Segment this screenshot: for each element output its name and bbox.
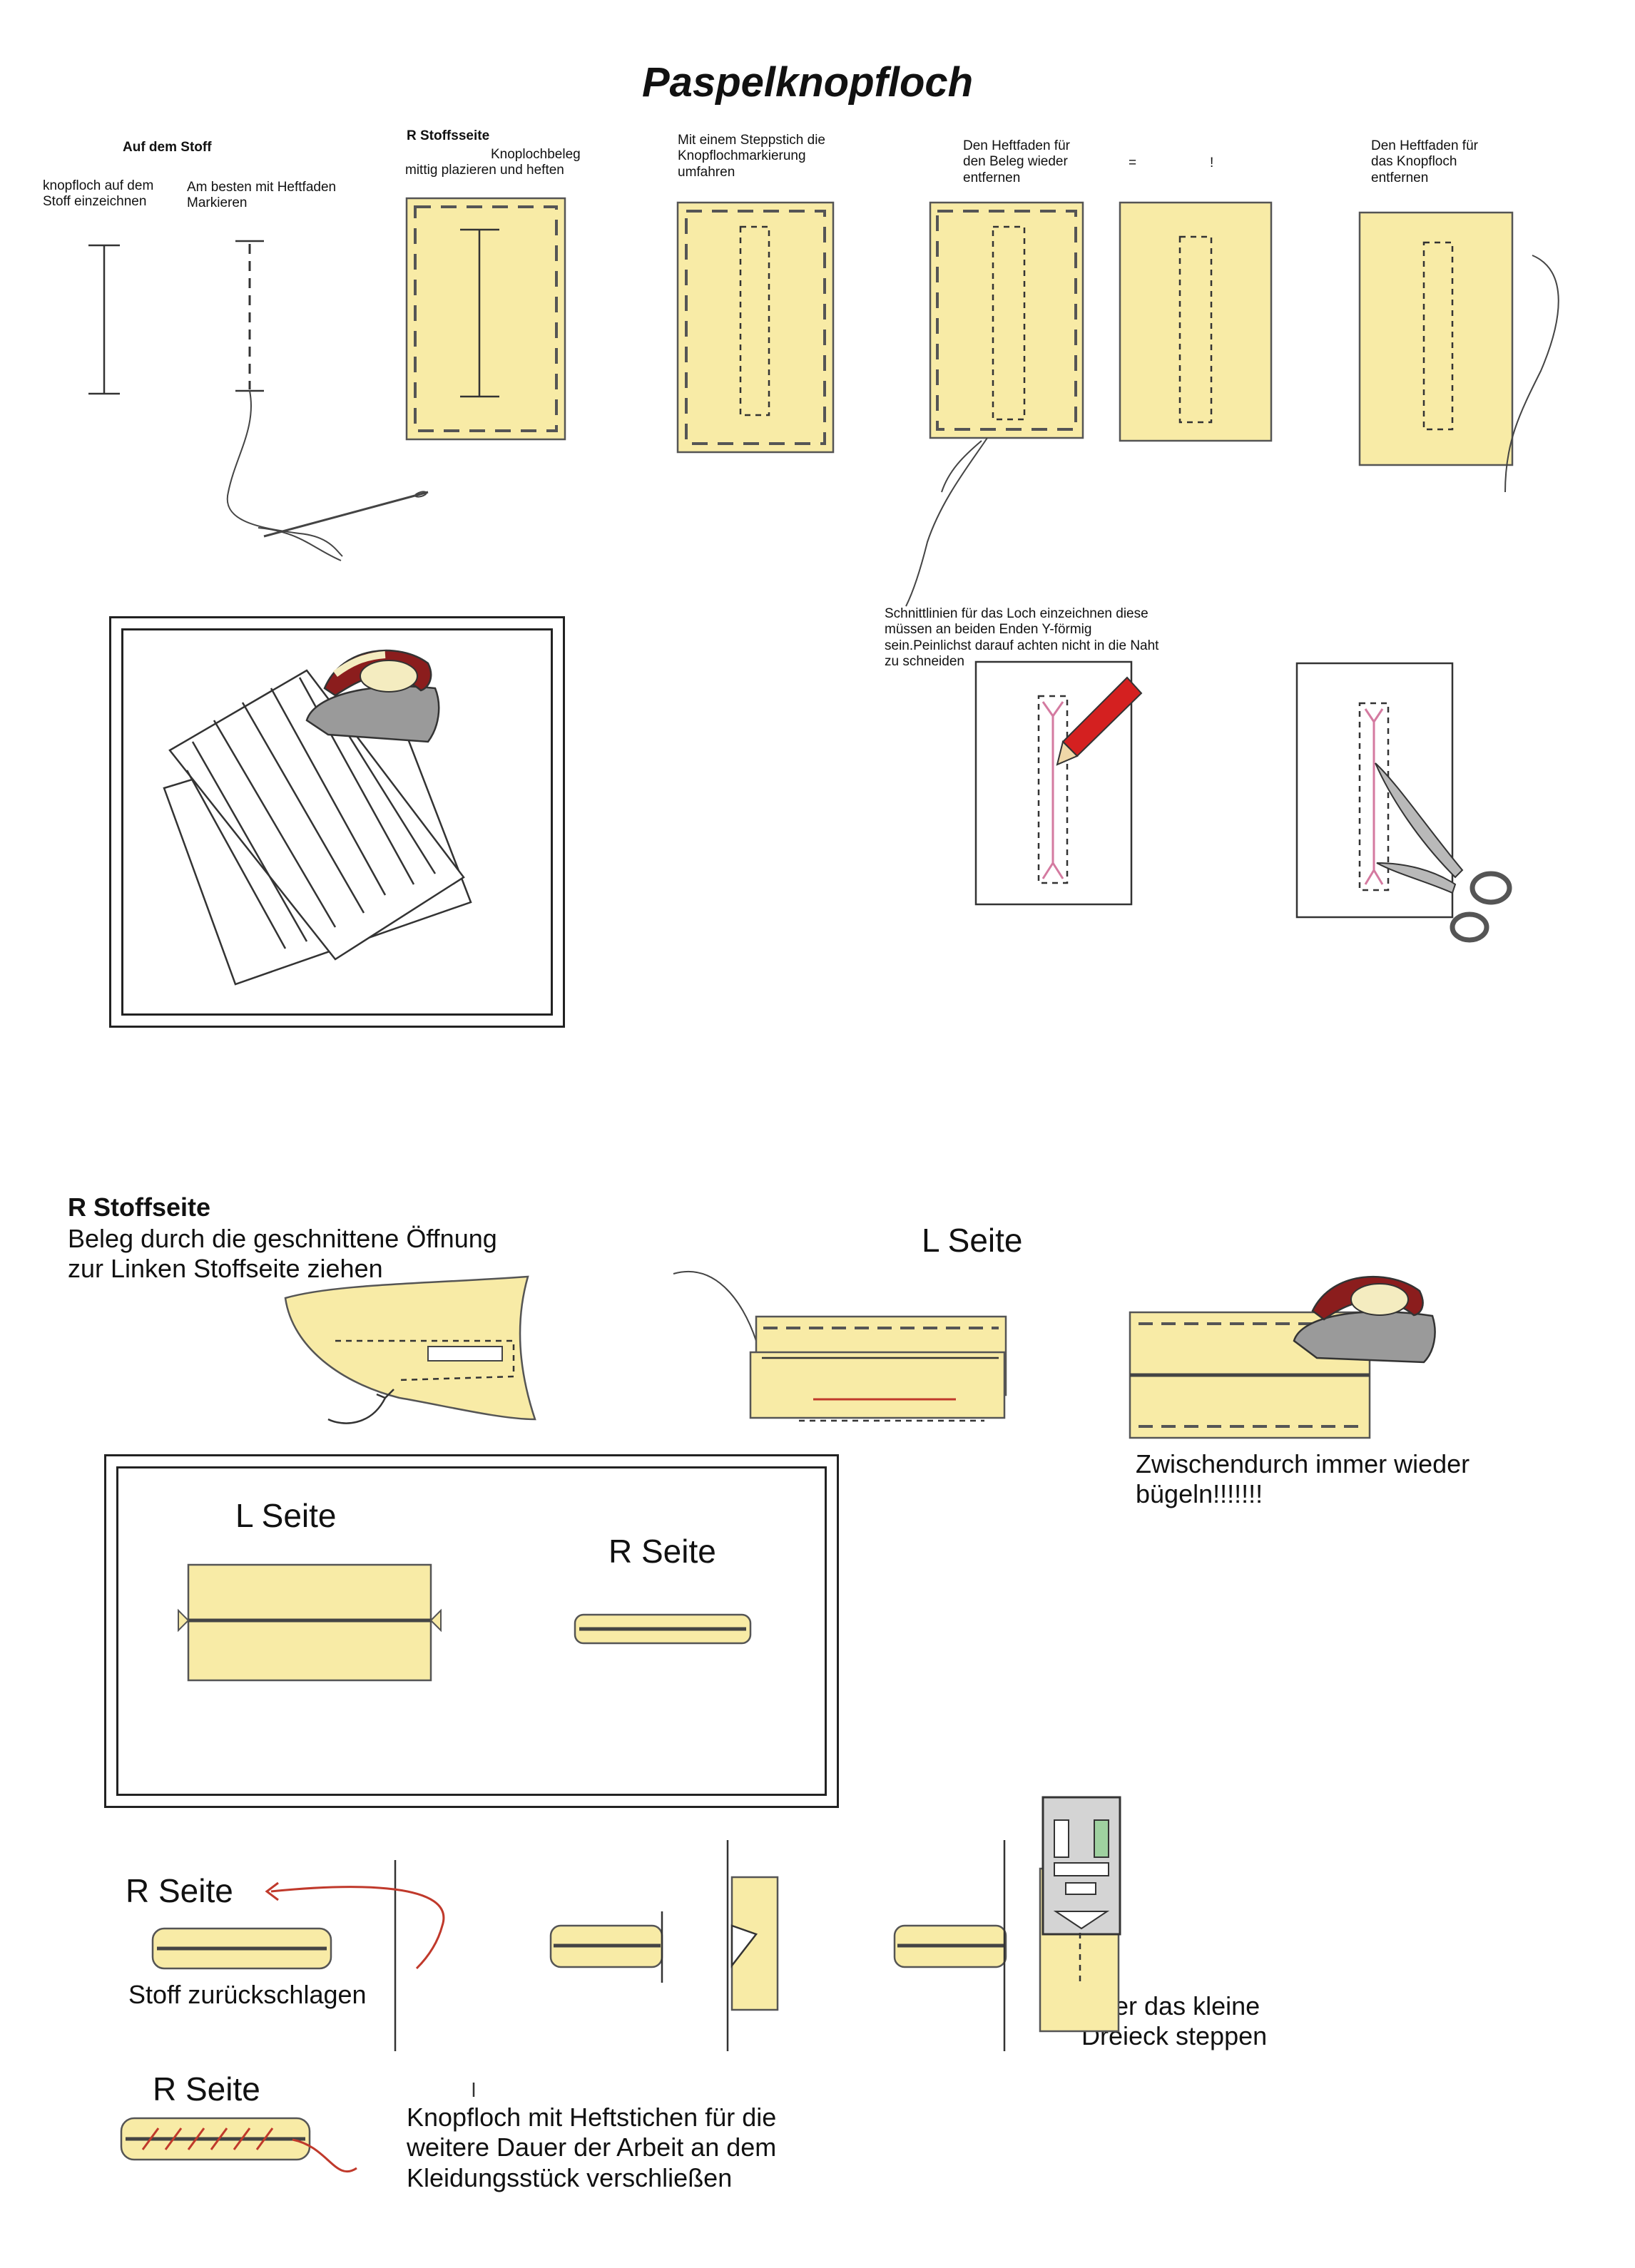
scissors-icon (1375, 762, 1512, 943)
ironed-facing-drawing (1129, 1275, 1436, 1439)
step-cut-lines-text: Schnittlinien für das Loch einzeichnen d… (885, 606, 1159, 670)
presser-foot-drawing (893, 1796, 1121, 2051)
r-stoffseite-heading: R Stoffseite (68, 1192, 211, 1222)
facing-basted-fabric (405, 197, 566, 441)
box-r-side-drawing (574, 1613, 752, 1645)
needle-icon (263, 491, 429, 538)
page-title: Paspelknopfloch (642, 59, 974, 106)
arrow-icon (265, 1881, 445, 1970)
step-facing-text: Knoplochbeleg mittig plazieren und hefte… (405, 147, 581, 178)
close-note-text: Knopfloch mit Heftstichen für die weiter… (407, 2103, 777, 2192)
fold-back-text: Stoff zurückschlagen (128, 1980, 367, 2009)
iron-icon (305, 649, 440, 743)
step-remove-facing-text: Den Heftfaden für den Beleg wieder entfe… (963, 138, 1070, 185)
l-side-facing-drawing (673, 1271, 1007, 1422)
remove-hole-basting-fabric (1358, 211, 1559, 493)
ironing-drawing (163, 649, 472, 986)
fold-back-drawing (151, 1860, 445, 2051)
remove-basting-fabric-b (1119, 201, 1273, 442)
cutting-drawing (1295, 662, 1512, 943)
label-auf-dem-stoff: Auf dem Stoff (123, 140, 212, 155)
pull-facing-text: Beleg durch die geschnittene Öffnung zur… (68, 1224, 497, 1284)
step-facing-heading: R Stoffsseite (407, 128, 490, 143)
pull-through-drawing (284, 1275, 536, 1424)
step-baste-text: Am besten mit Heftfaden Markieren (187, 180, 337, 211)
box-r-seite-label: R Seite (608, 1533, 716, 1570)
presser-foot-icon (1041, 1796, 1121, 1936)
equals-sign: = (1129, 155, 1137, 170)
cut-lines-drawing (974, 660, 1143, 906)
remove-basting-fabric-a (905, 201, 1084, 607)
stitched-fabric (676, 201, 835, 454)
r-seite-label-1: R Seite (126, 1872, 233, 1909)
buttonhole-mark-drawing (88, 244, 120, 395)
r-seite-label-2: R Seite (153, 2070, 260, 2108)
l-seite-label: L Seite (922, 1222, 1023, 1259)
iron-icon (1293, 1275, 1436, 1364)
step-remove-hole-text: Den Heftfaden für das Knopfloch entferne… (1371, 138, 1478, 185)
basted-mark-drawing (226, 240, 429, 561)
closed-buttonhole-drawing (120, 2083, 475, 2173)
l-r-comparison-frame (104, 1454, 839, 1808)
exclaim-sign: ! (1210, 155, 1214, 170)
iron-note-text: Zwischendurch immer wieder bügeln!!!!!!! (1136, 1449, 1470, 1509)
step-mark-text: knopfloch auf dem Stoff einzeichnen (43, 178, 154, 210)
triangle-flap-drawing (549, 1840, 779, 2051)
ironing-frame (109, 616, 565, 1028)
pencil-icon (1056, 676, 1143, 766)
step-stitch-text: Mit einem Steppstich die Knopflochmarkie… (678, 133, 825, 180)
box-l-seite-label: L Seite (235, 1497, 337, 1534)
box-l-side-drawing (178, 1563, 442, 1682)
